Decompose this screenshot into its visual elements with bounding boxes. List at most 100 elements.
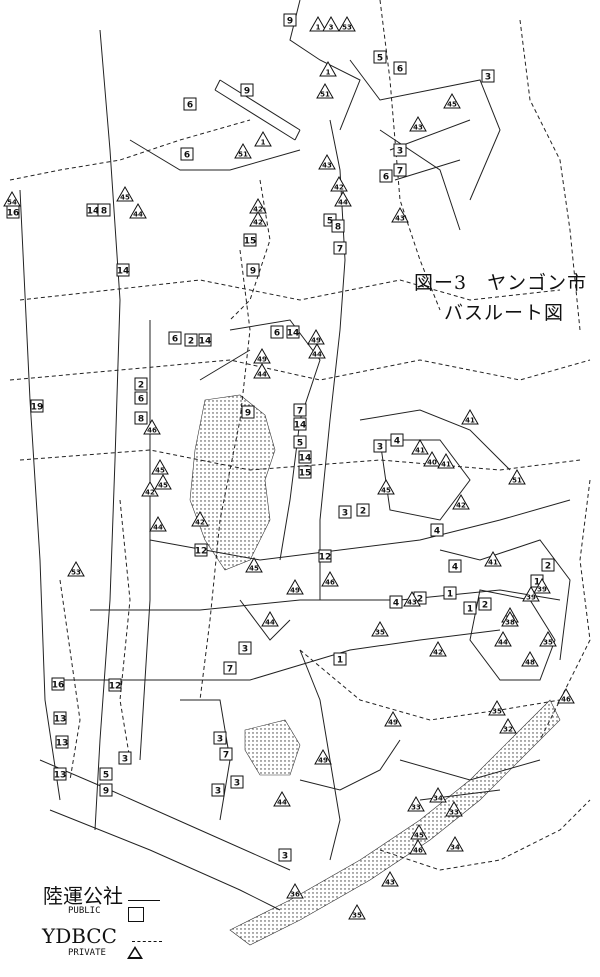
square-icon: [393, 143, 407, 157]
triangle-icon: [249, 210, 267, 227]
public-route-marker: 16: [6, 205, 20, 219]
triangle-icon: [309, 15, 327, 32]
route-number: 12: [109, 682, 122, 692]
route-number: 2: [545, 562, 551, 572]
square-icon: [270, 325, 284, 339]
public-route-marker: 13: [53, 711, 67, 725]
route-number: 2: [138, 381, 144, 391]
private-route-marker: 42: [141, 480, 159, 497]
private-route-marker: 51: [234, 142, 252, 159]
public-route-marker: 4: [448, 559, 462, 573]
triangle-icon: [338, 15, 356, 32]
private-route-marker: 43: [409, 115, 427, 132]
public-route-marker: 15: [298, 465, 312, 479]
public-route-marker: 2: [541, 558, 555, 572]
private-route-marker: 43: [318, 153, 336, 170]
public-route-marker: 7: [393, 163, 407, 177]
legend-private-en: PRIVATE: [68, 948, 106, 958]
private-route: [9, 119, 251, 181]
triangle-icon: [319, 60, 337, 77]
triangle-icon: [499, 717, 517, 734]
route-number: 6: [187, 101, 193, 111]
public-route-marker: 19: [30, 399, 44, 413]
private-route-marker: 49: [307, 328, 325, 345]
triangle-icon: [116, 185, 134, 202]
public-route: [379, 439, 471, 521]
route-number: 49: [388, 719, 398, 727]
route-number: 9: [287, 17, 293, 27]
route-number: 13: [56, 739, 69, 749]
triangle-icon: [461, 408, 479, 425]
route-number: 42: [433, 649, 443, 657]
public-route-marker: 4: [390, 433, 404, 447]
square-icon: [286, 325, 300, 339]
private-route-marker: 49: [286, 578, 304, 595]
route-number: 49: [257, 356, 267, 364]
inya-lake: [189, 394, 276, 571]
square-icon: [393, 61, 407, 75]
public-route-marker: 3: [213, 731, 227, 745]
public-route-marker: 14: [86, 203, 100, 217]
square-icon: [211, 783, 225, 797]
triangle-icon: [67, 560, 85, 577]
square-icon: [180, 147, 194, 161]
private-route-marker: 39: [533, 577, 551, 594]
private-route-marker: 42: [249, 210, 267, 227]
route-number: 33: [411, 804, 421, 812]
route-number: 2: [482, 601, 488, 611]
route-number: 1: [467, 605, 473, 615]
route-number: 46: [147, 427, 157, 435]
route-number: 35: [352, 912, 362, 920]
route-number: 12: [195, 547, 208, 557]
square-icon: [293, 417, 307, 431]
triangle-icon: [429, 786, 447, 803]
triangle-icon: [429, 640, 447, 657]
square-icon: [298, 450, 312, 464]
public-route-marker: 2: [356, 503, 370, 517]
public-route-marker: 5: [99, 767, 113, 781]
triangle-icon: [384, 710, 402, 727]
public-route-marker: 3: [373, 439, 387, 453]
route-number: 1: [534, 578, 540, 588]
public-route: [180, 699, 231, 821]
square-icon: [51, 677, 65, 691]
private-route-marker: 41: [484, 550, 502, 567]
route-number: 3: [234, 779, 240, 789]
triangle-icon: [286, 882, 304, 899]
public-route: [149, 499, 571, 561]
public-route-marker: 1: [463, 601, 477, 615]
private-route-marker: 46: [409, 838, 427, 855]
private-route-marker: 44: [261, 610, 279, 627]
square-icon: [134, 411, 148, 425]
route-number: 7: [297, 407, 303, 417]
public-route-marker: 14: [293, 417, 307, 431]
public-route: [299, 649, 341, 861]
public-route: [139, 320, 151, 761]
public-route-marker: 2: [134, 377, 148, 391]
route-number: 9: [250, 267, 256, 277]
private-route: [9, 359, 591, 381]
route-number: 32: [503, 726, 513, 734]
route-number: 35: [543, 639, 553, 647]
private-route-marker: 46: [557, 687, 575, 704]
route-number: 2: [417, 595, 423, 605]
square-icon: [53, 767, 67, 781]
route-number: 6: [172, 335, 178, 345]
public-route-marker: 5: [293, 435, 307, 449]
public-route-marker: 8: [331, 219, 345, 233]
public-route: [289, 0, 361, 131]
legend-public-label: 陸運公社: [43, 884, 123, 908]
private-route: [59, 579, 81, 781]
private-route-marker: 45: [377, 478, 395, 495]
private-route-marker: 51: [316, 82, 334, 99]
route-number: 15: [244, 237, 257, 247]
private-route: [119, 499, 131, 761]
private-route-marker: 1: [319, 60, 337, 77]
square-icon: [219, 747, 233, 761]
triangle-icon: [245, 556, 263, 573]
square-icon: [134, 391, 148, 405]
legend-public-en: PUBLIC: [68, 906, 101, 916]
route-number: 6: [184, 151, 190, 161]
public-route-marker: 7: [219, 747, 233, 761]
